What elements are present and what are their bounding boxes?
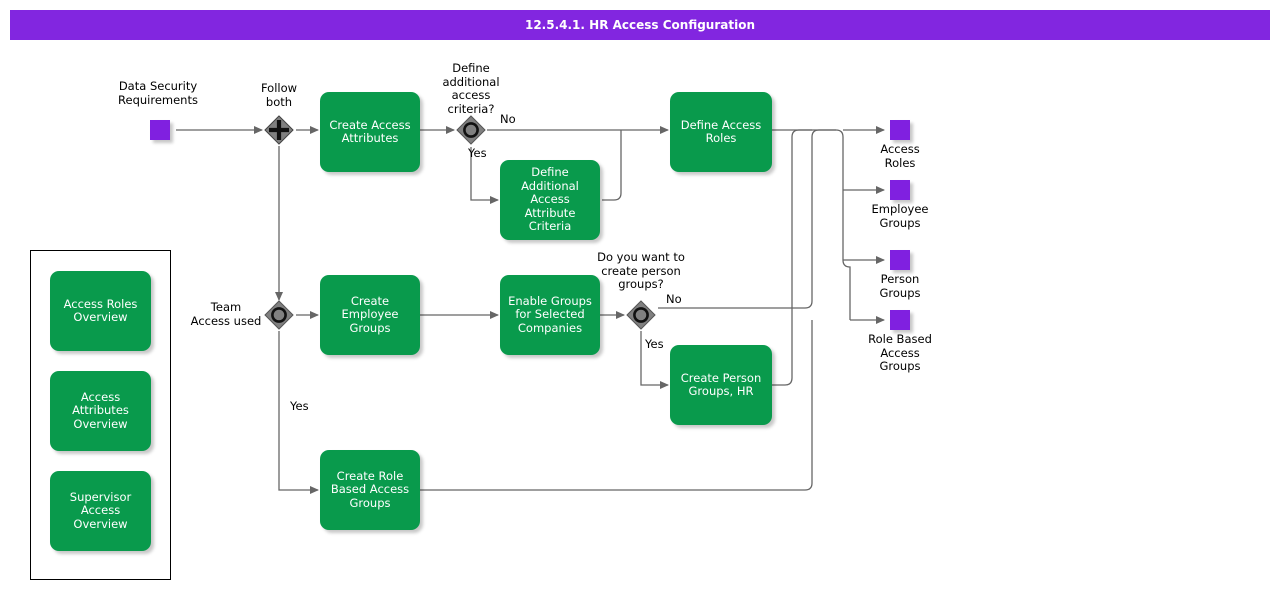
artifact-label-access-roles: Access Roles [880,142,920,170]
page-title: 12.5.4.1. HR Access Configuration [10,10,1270,40]
task-label: Create Access Attributes [329,117,411,145]
flow-label-yes-team: Yes [290,399,309,413]
data-object-icon-employee-groups [890,180,910,200]
task-label: Create Employee Groups [341,293,399,335]
route-defineaccessroles-to-artifacts [772,129,851,320]
route-additionalcriteria-rejoin [602,130,622,201]
task-create-person-groups-hr[interactable]: Create Person Groups, HR [670,345,772,425]
task-create-access-attributes[interactable]: Create Access Attributes [320,92,420,172]
gateway-label-team-access-used: Team Access used [190,300,262,328]
panel-item-access-roles-overview[interactable]: Access Roles Overview [50,271,151,351]
flow-label-no-person: No [666,292,682,306]
artifact-label-person-groups: Person Groups [879,272,921,300]
artifact-label-employee-groups: Employee Groups [871,202,929,230]
panel-item-supervisor-access-overview[interactable]: Supervisor Access Overview [50,471,151,551]
panel-item-access-attributes-overview[interactable]: Access Attributes Overview [50,371,151,451]
task-label: Create Role Based Access Groups [330,468,410,510]
artifact-label-role-based-access-groups: Role Based Access Groups [868,332,932,373]
flow-label-yes-person: Yes [645,337,664,351]
gateway-label-define-additional-access-criteria: Define additional access criteria? [442,61,500,116]
panel-item-label: Access Attributes Overview [72,389,129,431]
panel-item-label: Supervisor Access Overview [69,489,132,531]
task-define-access-roles[interactable]: Define Access Roles [670,92,772,172]
gateway-label-follow-both: Follow both [260,81,298,109]
data-object-icon-role-based-access-groups [890,310,910,330]
task-create-role-based-access-groups[interactable]: Create Role Based Access Groups [320,450,420,530]
flow-label-yes-top: Yes [468,146,487,160]
data-object-icon [150,120,170,140]
start-artifact-label: Data Security Requirements [118,79,198,107]
task-label: Enable Groups for Selected Companies [508,293,592,335]
route-createpersongroups-rejoin [772,129,812,386]
task-label: Define Additional Access Attribute Crite… [521,165,579,234]
task-label: Create Person Groups, HR [680,370,762,398]
flow-label-no-top: No [500,112,516,126]
overview-panel: Access Roles Overview Access Attributes … [30,250,171,580]
data-object-icon-access-roles [890,120,910,140]
exclusive-gateway-define-additional-access-criteria[interactable] [456,115,486,145]
panel-item-label: Access Roles Overview [63,296,138,324]
task-enable-groups-for-selected-companies[interactable]: Enable Groups for Selected Companies [500,275,600,355]
task-create-employee-groups[interactable]: Create Employee Groups [320,275,420,355]
exclusive-gateway-team-access-used[interactable] [264,300,294,330]
gateway-label-create-person-groups: Do you want to create person groups? [597,250,685,291]
data-object-icon-person-groups [890,250,910,270]
parallel-gateway-follow-both[interactable] [264,115,294,145]
exclusive-gateway-create-person-groups[interactable] [626,300,656,330]
task-define-additional-access-attribute-criteria[interactable]: Define Additional Access Attribute Crite… [500,160,600,240]
task-label: Define Access Roles [680,117,762,145]
